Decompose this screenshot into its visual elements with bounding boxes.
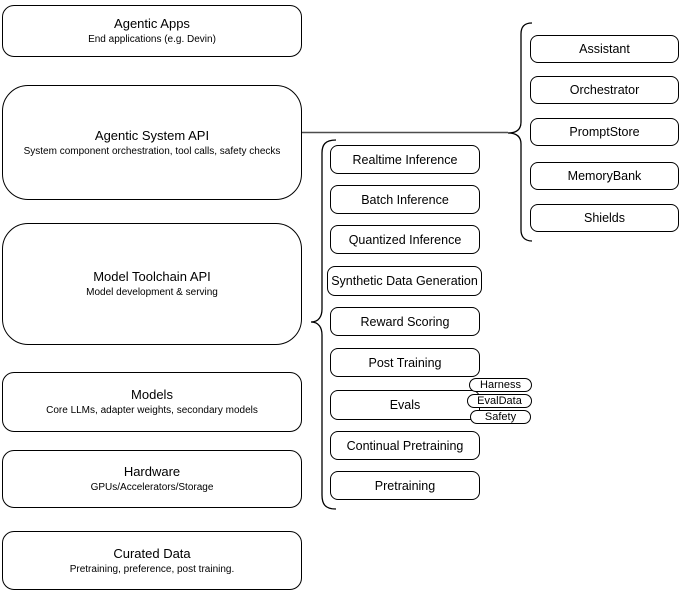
node-shields: Shields [530, 204, 679, 232]
node-promptstore: PromptStore [530, 118, 679, 146]
node-label: MemoryBank [567, 169, 642, 183]
node-subtitle: Core LLMs, adapter weights, secondary mo… [46, 405, 258, 416]
node-label: Batch Inference [361, 192, 449, 207]
node-curated-data: Curated Data Pretraining, preference, po… [2, 531, 302, 590]
node-orchestrator: Orchestrator [530, 76, 679, 104]
node-subtitle: End applications (e.g. Devin) [88, 34, 216, 45]
pill-label: EvalData [477, 395, 522, 407]
node-title: Models [131, 387, 173, 402]
node-label: PromptStore [569, 125, 640, 139]
node-batch-inference: Batch Inference [330, 185, 480, 214]
node-label: Quantized Inference [348, 232, 462, 247]
pill-harness: Harness [469, 378, 532, 392]
node-label: Reward Scoring [360, 314, 450, 329]
node-models: Models Core LLMs, adapter weights, secon… [2, 372, 302, 432]
node-assistant: Assistant [530, 35, 679, 63]
node-memorybank: MemoryBank [530, 162, 679, 190]
node-subtitle: Model development & serving [86, 287, 218, 298]
node-quantized-inference: Quantized Inference [330, 225, 480, 254]
node-title: Agentic System API [94, 127, 210, 143]
node-label: Synthetic Data Generation [331, 274, 478, 288]
pill-label: Harness [480, 379, 521, 391]
pill-label: Safety [484, 411, 517, 423]
node-model-toolchain-api: Model Toolchain API Model development & … [2, 223, 302, 345]
node-evals: Evals [330, 390, 480, 420]
node-label: Pretraining [374, 478, 436, 493]
node-reward-scoring: Reward Scoring [330, 307, 480, 336]
node-subtitle: GPUs/Accelerators/Storage [90, 482, 214, 493]
node-label: Assistant [579, 42, 630, 56]
node-agentic-apps: Agentic Apps End applications (e.g. Devi… [2, 5, 302, 57]
node-label: Shields [584, 211, 625, 225]
pill-evaldata: EvalData [467, 394, 532, 408]
node-label: Orchestrator [569, 83, 640, 97]
node-subtitle: System component orchestration, tool cal… [23, 145, 281, 157]
node-label: Realtime Inference [352, 152, 458, 167]
pill-safety: Safety [470, 410, 531, 424]
node-agentic-system-api: Agentic System API System component orch… [2, 85, 302, 200]
node-label: Continual Pretraining [346, 438, 464, 453]
node-title: Hardware [123, 464, 181, 479]
node-realtime-inference: Realtime Inference [330, 145, 480, 174]
node-subtitle: Pretraining, preference, post training. [69, 563, 235, 575]
node-continual-pretraining: Continual Pretraining [330, 431, 480, 460]
system-brace [507, 22, 533, 242]
node-label: Evals [389, 398, 421, 412]
node-label: Post Training [368, 355, 442, 370]
node-synthetic-data-generation: Synthetic Data Generation [327, 266, 482, 296]
node-title: Agentic Apps [114, 16, 190, 31]
node-title: Curated Data [113, 545, 191, 561]
node-hardware: Hardware GPUs/Accelerators/Storage [2, 450, 302, 508]
node-title: Model Toolchain API [93, 269, 211, 284]
node-pretraining: Pretraining [330, 471, 480, 500]
node-post-training: Post Training [330, 348, 480, 377]
